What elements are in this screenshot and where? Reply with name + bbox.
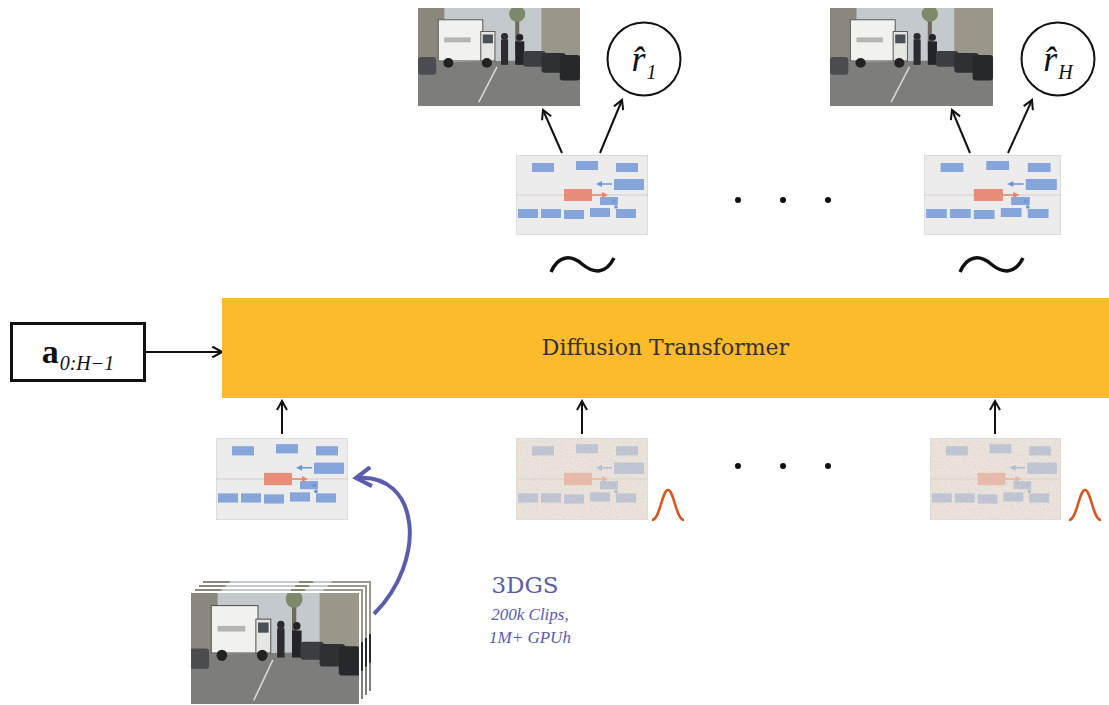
scene-layout: [516, 156, 648, 235]
method-label: 3DGS: [465, 570, 585, 601]
output-arrow: [1008, 100, 1032, 153]
sampling-tilde: [551, 258, 614, 272]
rendered-frame: [830, 6, 993, 106]
subscript-text: H: [1058, 61, 1072, 83]
sampling-tilde: [960, 258, 1023, 272]
subscript-text: 0:H−1: [60, 352, 115, 374]
noise-overlay: [516, 438, 648, 520]
input-arrow: [146, 351, 222, 353]
noise-overlay: [516, 438, 648, 520]
input-arrow: [581, 401, 583, 434]
noisy-scene: [930, 439, 1061, 520]
node-text: a: [42, 333, 59, 370]
action-input-box: a0:H−1: [10, 322, 146, 382]
output-arrow: [543, 110, 562, 153]
output-arrow: [952, 110, 970, 153]
gaussian-curve: [652, 490, 684, 520]
rendered-frame: [418, 6, 580, 106]
circle-outline: [1020, 21, 1096, 97]
gaussian-curve: [1069, 490, 1101, 520]
scene-layout: [924, 156, 1061, 235]
input-arrow: [994, 401, 996, 434]
subscript-text: 1: [647, 61, 657, 83]
scene-layout: [216, 439, 348, 520]
reconstruction-arrow: [356, 478, 410, 614]
node-text: Diffusion Transformer: [542, 335, 789, 360]
node-text: r̂: [631, 39, 645, 79]
diffusion-transformer-band: Diffusion Transformer: [222, 298, 1109, 398]
node-text: r̂: [1043, 39, 1057, 79]
input-arrow: [281, 401, 283, 434]
reward-circle: r̂1: [606, 21, 682, 97]
cost-note: 200k Clips, 1M+ GPUh: [482, 604, 578, 650]
noise-overlay: [930, 438, 1061, 520]
noise-overlay: [930, 438, 1061, 520]
camera-frame-stack: [190, 578, 372, 705]
noisy-scene: [516, 439, 648, 520]
reward-circle: r̂H: [1020, 21, 1096, 97]
output-arrow: [600, 100, 622, 153]
